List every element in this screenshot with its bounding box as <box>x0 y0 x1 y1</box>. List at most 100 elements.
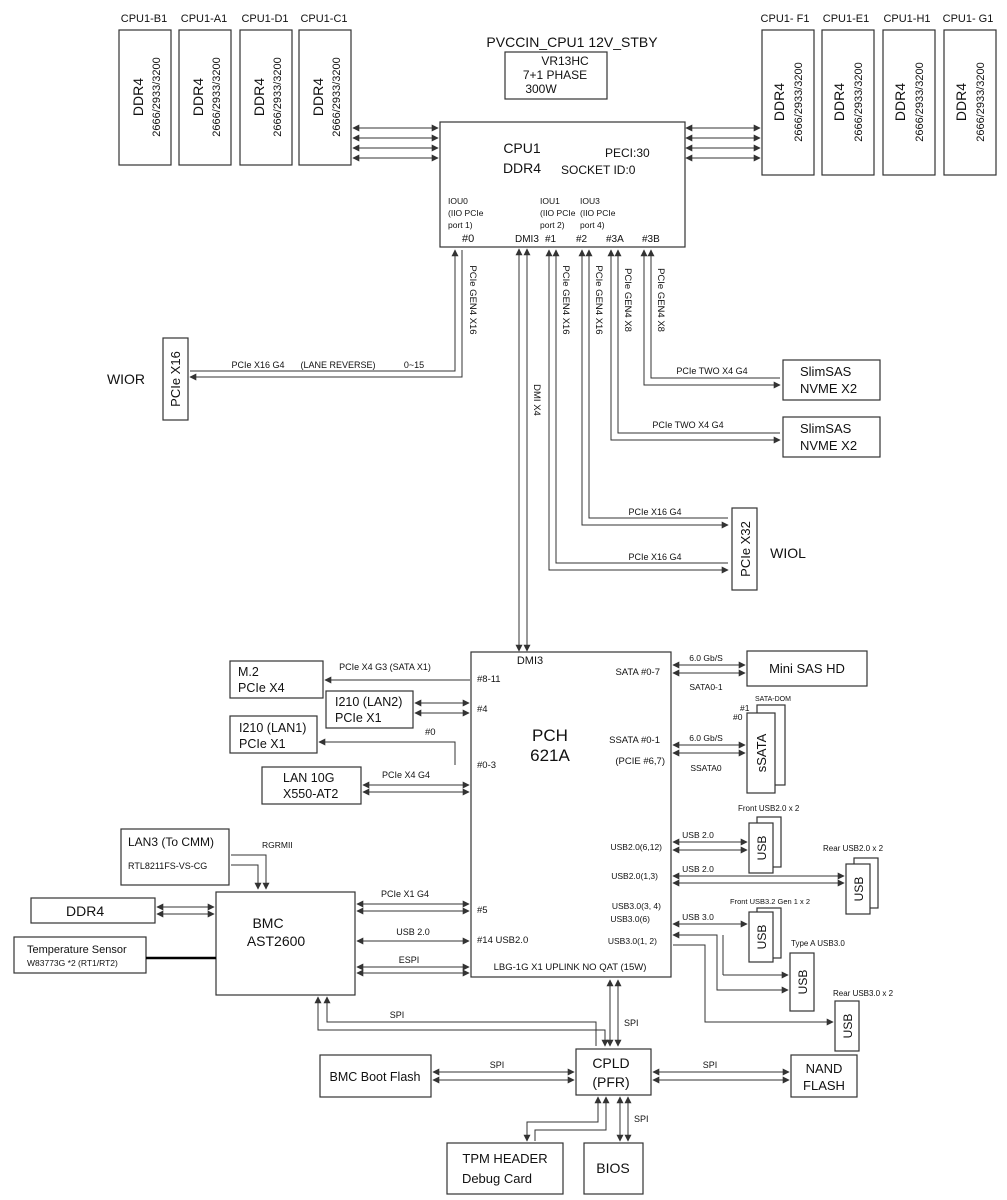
cpu-iou1-l1: IOU1 <box>540 196 560 206</box>
cpu-iou0-l2: (IIO PCIe <box>448 208 484 218</box>
lan3-box <box>120 828 230 886</box>
ssata-box <box>746 712 776 794</box>
i210-lan2-box <box>325 690 414 729</box>
i210-lan1-box <box>229 715 318 754</box>
pch-usb3-6: USB3.0(6) <box>610 914 650 924</box>
dimm-g1-box <box>943 29 997 176</box>
dimm-b1-speed: 2666/2933/3200 <box>151 57 163 137</box>
pch-dmi3: DMI3 <box>517 655 543 667</box>
typea-usb3-label: Type A USB3.0 <box>791 939 845 948</box>
lan10g-line2: X550-AT2 <box>283 787 338 801</box>
cpld-line1: CPLD <box>592 1055 629 1071</box>
dimm-c1-box <box>298 29 352 166</box>
slimsas-1-line1: SlimSAS <box>800 364 852 379</box>
pch-bottom-note: LBG-1G X1 UPLINK NO QAT (15W) <box>494 962 647 973</box>
vr-line-1: VR13HC <box>541 54 589 68</box>
dimm-g1-type: DDR4 <box>953 83 969 121</box>
dimm-c1-speed: 2666/2933/3200 <box>331 57 343 137</box>
m2-box <box>229 660 324 699</box>
bmc-flash-label: BMC Boot Flash <box>329 1070 420 1084</box>
spi-d: SPI <box>634 1114 649 1124</box>
rgrmii-label: RGRMII <box>262 840 293 850</box>
spi-a: SPI <box>624 1018 639 1028</box>
cpld-box <box>575 1048 652 1096</box>
lan10g-box <box>261 766 362 805</box>
link-gen4x16-b: PCIe GEN4 X16 <box>560 265 571 334</box>
dimm-b1-type: DDR4 <box>130 78 146 116</box>
vr-box <box>504 51 608 100</box>
ssata-box-label: sSATA <box>754 733 769 772</box>
i210-lan2-line1: I210 (LAN2) <box>335 695 402 709</box>
bmc-ddr4-box <box>30 897 156 924</box>
vr-title: PVCCIN_CPU1 12V_STBY <box>486 34 658 50</box>
link-gen4x16-a: PCIe GEN4 X16 <box>467 265 478 334</box>
vr-line-3: 300W <box>525 82 557 96</box>
dom1-label: #1 <box>740 703 750 713</box>
m2-line2: PCIe X4 <box>238 681 285 695</box>
dimm-d1-box <box>239 29 293 166</box>
slimsas-1-box <box>782 359 881 401</box>
vr-line-2: 7+1 PHASE <box>523 68 587 82</box>
dimm-c1-label: CPU1-C1 <box>300 13 347 25</box>
rear-usb2-usb: USB <box>852 877 866 902</box>
dimm-group: CPU1-B1 DDR4 2666/2933/3200 CPU1-A1 DDR4… <box>118 13 997 176</box>
ssata-speed: 6.0 Gb/S <box>689 733 723 743</box>
slimsas-1: SlimSAS NVME X2 <box>782 359 881 401</box>
dimm-g1: CPU1- G1 DDR4 2666/2933/3200 <box>943 13 997 176</box>
bmc-model: AST2600 <box>247 933 306 949</box>
dimm-a1-type: DDR4 <box>190 78 206 116</box>
cpu-port-3a: #3A <box>606 234 624 245</box>
i210-lan1-line2: PCIe X1 <box>239 737 286 751</box>
pch-port-4: #4 <box>477 704 488 715</box>
wiol-slot <box>731 507 758 591</box>
usb20-a: USB 2.0 <box>682 830 714 840</box>
pch-port-0: #0 <box>425 727 436 738</box>
dom0-label: #0 <box>733 712 743 722</box>
temp-sensor-line2: W83773G *2 (RT1/RT2) <box>27 958 118 968</box>
wiol-label: WIOL <box>770 545 806 561</box>
bmc-spi-label: SPI <box>390 1010 405 1020</box>
dimm-a1: CPU1-A1 DDR4 2666/2933/3200 <box>178 13 232 166</box>
cpu-port-1: #1 <box>545 234 557 245</box>
pch-ssata: SSATA #0-1 <box>609 735 660 746</box>
slimsas-2: SlimSAS NVME X2 <box>782 416 881 458</box>
pch-port-5: #5 <box>477 905 488 916</box>
dimm-h1-type: DDR4 <box>892 83 908 121</box>
cpu-box <box>439 121 686 248</box>
cpu-name: CPU1 <box>503 140 541 156</box>
bmc-box <box>215 891 356 996</box>
cpu-iou3-l3: port 4) <box>580 220 605 230</box>
cpu-iou3-l2: (IIO PCIe <box>580 208 616 218</box>
m2-link: PCIe X4 G3 (SATA X1) <box>339 662 431 672</box>
wior-label: WIOR <box>107 371 145 387</box>
bmc-espi-label: ESPI <box>399 955 420 965</box>
cpu-links: PCIe GEN4 X16 PCIe X16 G4 (LANE REVERSE)… <box>189 248 781 652</box>
link-lanes: 0~15 <box>404 360 424 370</box>
pch-pcie67: (PCIE #6,7) <box>615 756 665 767</box>
pch-usb2-13: USB2.0(1,3) <box>611 871 658 881</box>
link-x16g4-b: PCIe X16 G4 <box>628 552 681 562</box>
slimsas-1-line2: NVME X2 <box>800 381 857 396</box>
bmc-flash-box <box>319 1054 432 1098</box>
vr-block: PVCCIN_CPU1 12V_STBY VR13HC 7+1 PHASE 30… <box>486 34 658 100</box>
link-gen4x8-a: PCIe GEN4 X8 <box>622 268 633 332</box>
slimsas-2-line2: NVME X2 <box>800 438 857 453</box>
rear-usb2-box <box>845 863 871 915</box>
memory-bus <box>352 124 761 162</box>
tpm-box <box>446 1142 564 1195</box>
wior-slot-label: PCIe X16 <box>168 351 183 407</box>
i210-lan2-line2: PCIe X1 <box>335 711 382 725</box>
dimm-f1: CPU1- F1 DDR4 2666/2933/3200 <box>761 13 815 176</box>
dimm-h1-speed: 2666/2933/3200 <box>914 62 926 142</box>
bmc-block: BMC AST2600 LAN3 (To CMM) RTL8211FS-VS-C… <box>13 828 609 1047</box>
rear-usb3-label: Rear USB3.0 x 2 <box>833 989 894 998</box>
pch-left-devices: M.2 PCIe X4 PCIe X4 G3 (SATA X1) I210 (L… <box>229 660 470 805</box>
dimm-e1-type: DDR4 <box>831 83 847 121</box>
wiol-slot-label: PCIe X32 <box>738 521 753 577</box>
dimm-h1-box <box>882 29 936 176</box>
wior-slot <box>162 337 189 421</box>
temp-sensor-box <box>13 936 147 974</box>
dimm-f1-box <box>761 29 815 176</box>
dimm-d1: CPU1-D1 DDR4 2666/2933/3200 <box>239 13 293 166</box>
dimm-f1-type: DDR4 <box>771 83 787 121</box>
